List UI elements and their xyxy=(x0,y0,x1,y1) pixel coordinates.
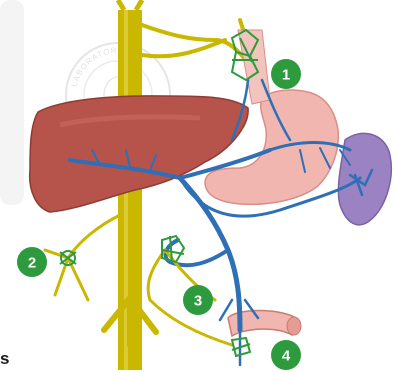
marker-4: 4 xyxy=(271,340,301,370)
marker-2: 2 xyxy=(17,247,47,277)
edge-text: s xyxy=(0,350,9,367)
marker-3: 3 xyxy=(183,285,213,315)
background-panel xyxy=(0,0,24,205)
marker-1-label: 1 xyxy=(282,67,290,84)
marker-3-label: 3 xyxy=(194,293,202,310)
marker-1: 1 xyxy=(271,59,301,89)
marker-2-label: 2 xyxy=(28,255,36,272)
marker-4-label: 4 xyxy=(282,348,291,365)
esophagus xyxy=(238,30,270,104)
hepatic-ganglion xyxy=(60,251,76,265)
